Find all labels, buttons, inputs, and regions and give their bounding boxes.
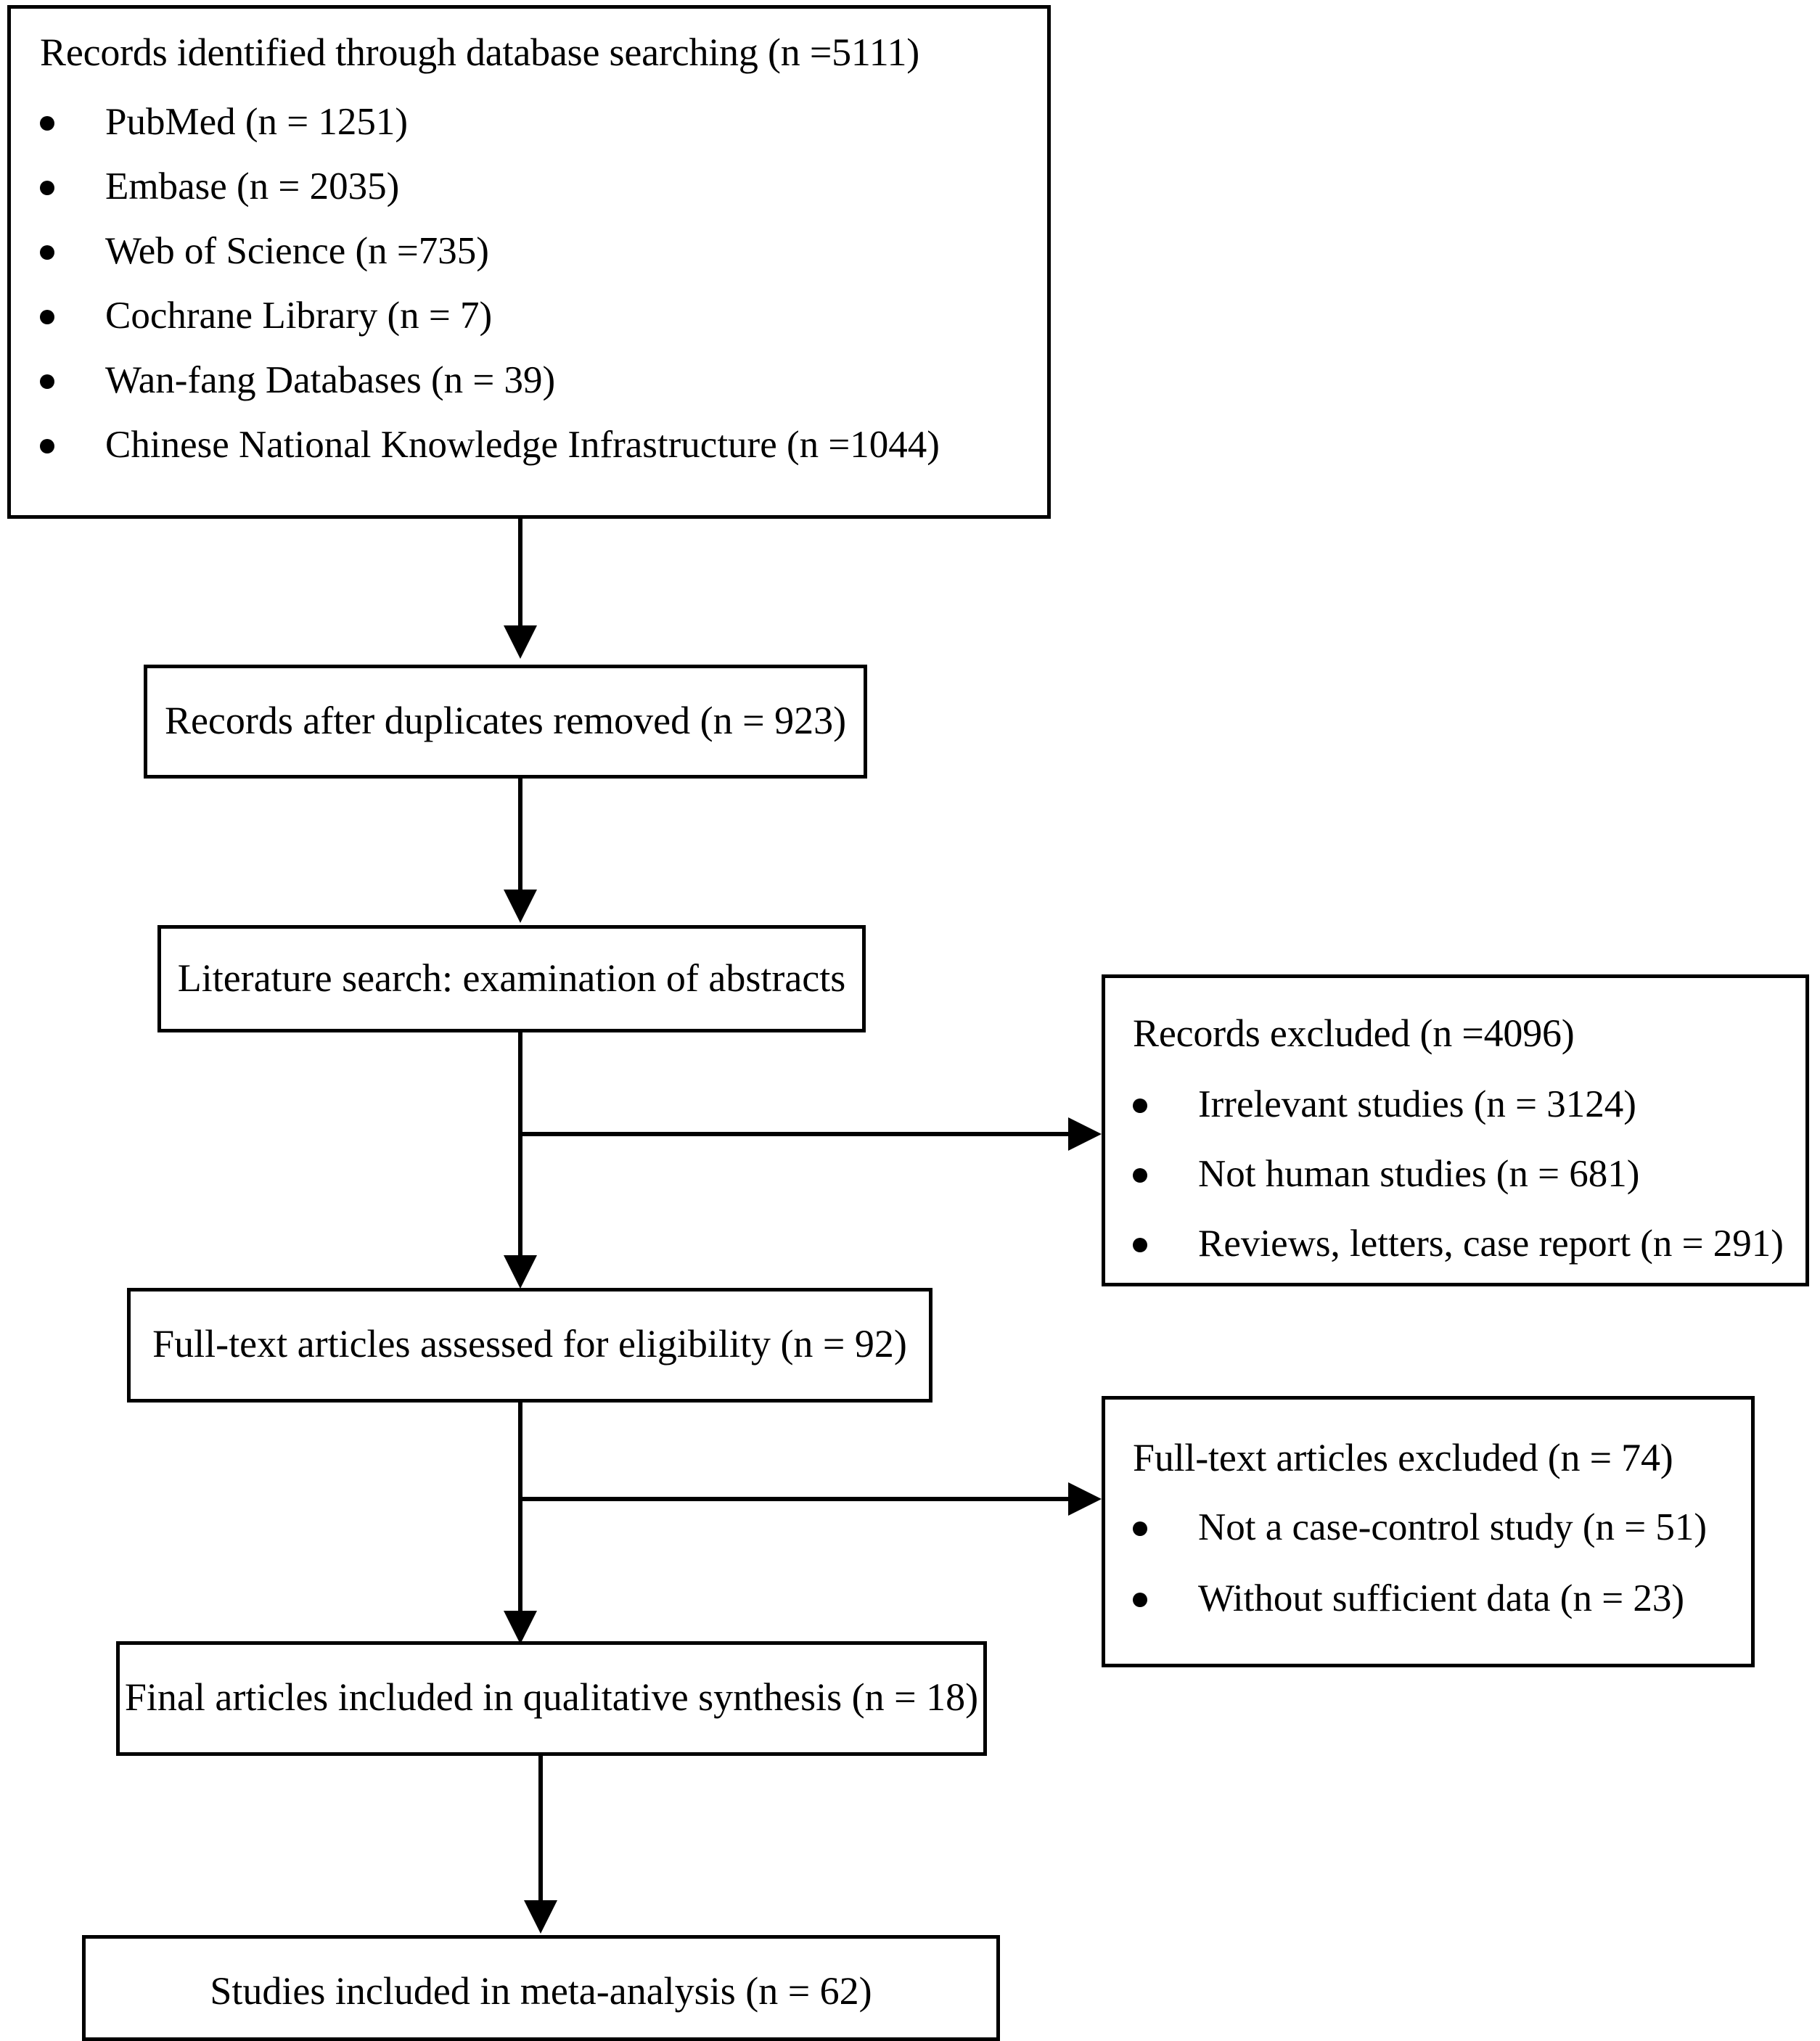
box-qualitative-synthesis: Final articles included in qualitative s… <box>116 1641 987 1756</box>
arrow-head-down-icon <box>504 1255 537 1289</box>
list-item-label: Without sufficient data (n = 23) <box>1198 1577 1684 1619</box>
list-item: Without sufficient data (n = 23) <box>1105 1580 1751 1651</box>
bullet-dot-icon <box>40 439 54 453</box>
box-literature-search-title: Literature search: examination of abstra… <box>177 956 846 1000</box>
box-fulltext-assessed-title: Full-text articles assessed for eligibil… <box>152 1322 907 1366</box>
box-meta-analysis-title: Studies included in meta-analysis (n = 6… <box>210 1969 872 2013</box>
list-item: Cochrane Library (n = 7) <box>11 297 1047 361</box>
bullet-dot-icon <box>40 310 54 324</box>
box-fulltext-excluded-title: Full-text articles excluded (n = 74) <box>1133 1436 1673 1479</box>
list-item: Chinese National Knowledge Infrastructur… <box>11 426 1047 490</box>
box-fulltext-assessed: Full-text articles assessed for eligibil… <box>127 1288 932 1403</box>
box-records-excluded-title: Records excluded (n =4096) <box>1133 1011 1575 1055</box>
connector-duplicates-to-literature <box>518 779 522 891</box>
arrow-head-down-icon <box>504 890 537 923</box>
list-item-label: Not a case-control study (n = 51) <box>1198 1506 1708 1548</box>
arrow-head-down-icon <box>504 1611 537 1644</box>
connector-literature-to-fulltext <box>518 1032 522 1257</box>
list-item-label: Reviews, letters, case report (n = 291) <box>1198 1223 1784 1265</box>
identification-bullet-list: PubMed (n = 1251) Embase (n = 2035) Web … <box>11 103 1047 490</box>
list-item: Embase (n = 2035) <box>11 168 1047 232</box>
list-item: Irrelevant studies (n = 3124) <box>1105 1085 1805 1155</box>
list-item: Web of Science (n =735) <box>11 232 1047 297</box>
box-duplicates-removed-title: Records after duplicates removed (n = 92… <box>164 699 847 742</box>
box-records-identified-title: Records identified through database sear… <box>40 30 920 74</box>
box-records-excluded: Records excluded (n =4096) Irrelevant st… <box>1102 974 1809 1286</box>
list-item-label: Irrelevant studies (n = 3124) <box>1198 1083 1636 1125</box>
box-literature-search: Literature search: examination of abstra… <box>157 925 866 1032</box>
connector-identification-to-duplicates <box>518 519 522 628</box>
box-meta-analysis: Studies included in meta-analysis (n = 6… <box>82 1935 1000 2041</box>
list-item: Not a case-control study (n = 51) <box>1105 1508 1751 1580</box>
list-item: Reviews, letters, case report (n = 291) <box>1105 1225 1805 1294</box>
box-qualitative-synthesis-title: Final articles included in qualitative s… <box>124 1675 979 1719</box>
records-excluded-bullet-list: Irrelevant studies (n = 3124) Not human … <box>1105 1085 1805 1294</box>
bullet-dot-icon <box>1133 1168 1147 1183</box>
box-duplicates-removed: Records after duplicates removed (n = 92… <box>144 665 867 779</box>
list-item: Wan-fang Databases (n = 39) <box>11 361 1047 426</box>
bullet-dot-icon <box>40 245 54 260</box>
list-item-label: Chinese National Knowledge Infrastructur… <box>105 424 940 466</box>
bullet-dot-icon <box>40 374 54 389</box>
connector-fulltext-to-fulltext-excluded <box>518 1497 1070 1501</box>
bullet-dot-icon <box>40 116 54 131</box>
bullet-dot-icon <box>1133 1098 1147 1113</box>
list-item-label: Wan-fang Databases (n = 39) <box>105 359 556 401</box>
list-item-label: Not human studies (n = 681) <box>1198 1153 1640 1195</box>
fulltext-excluded-bullet-list: Not a case-control study (n = 51) Withou… <box>1105 1508 1751 1651</box>
arrow-head-right-icon <box>1068 1482 1102 1516</box>
arrow-head-right-icon <box>1068 1117 1102 1151</box>
connector-fulltext-to-qualitative <box>518 1403 522 1613</box>
bullet-dot-icon <box>1133 1521 1147 1536</box>
bullet-dot-icon <box>1133 1238 1147 1252</box>
arrow-head-down-icon <box>504 625 537 659</box>
box-records-identified: Records identified through database sear… <box>7 5 1051 519</box>
arrow-head-down-icon <box>524 1900 557 1934</box>
list-item-label: PubMed (n = 1251) <box>105 101 409 143</box>
list-item-label: Web of Science (n =735) <box>105 230 489 272</box>
connector-qualitative-to-meta <box>538 1756 543 1902</box>
list-item: PubMed (n = 1251) <box>11 103 1047 168</box>
list-item-label: Embase (n = 2035) <box>105 165 400 208</box>
box-fulltext-excluded: Full-text articles excluded (n = 74) Not… <box>1102 1396 1755 1667</box>
list-item-label: Cochrane Library (n = 7) <box>105 295 493 337</box>
bullet-dot-icon <box>40 181 54 195</box>
connector-literature-to-records-excluded <box>518 1132 1070 1136</box>
list-item: Not human studies (n = 681) <box>1105 1155 1805 1225</box>
bullet-dot-icon <box>1133 1593 1147 1607</box>
